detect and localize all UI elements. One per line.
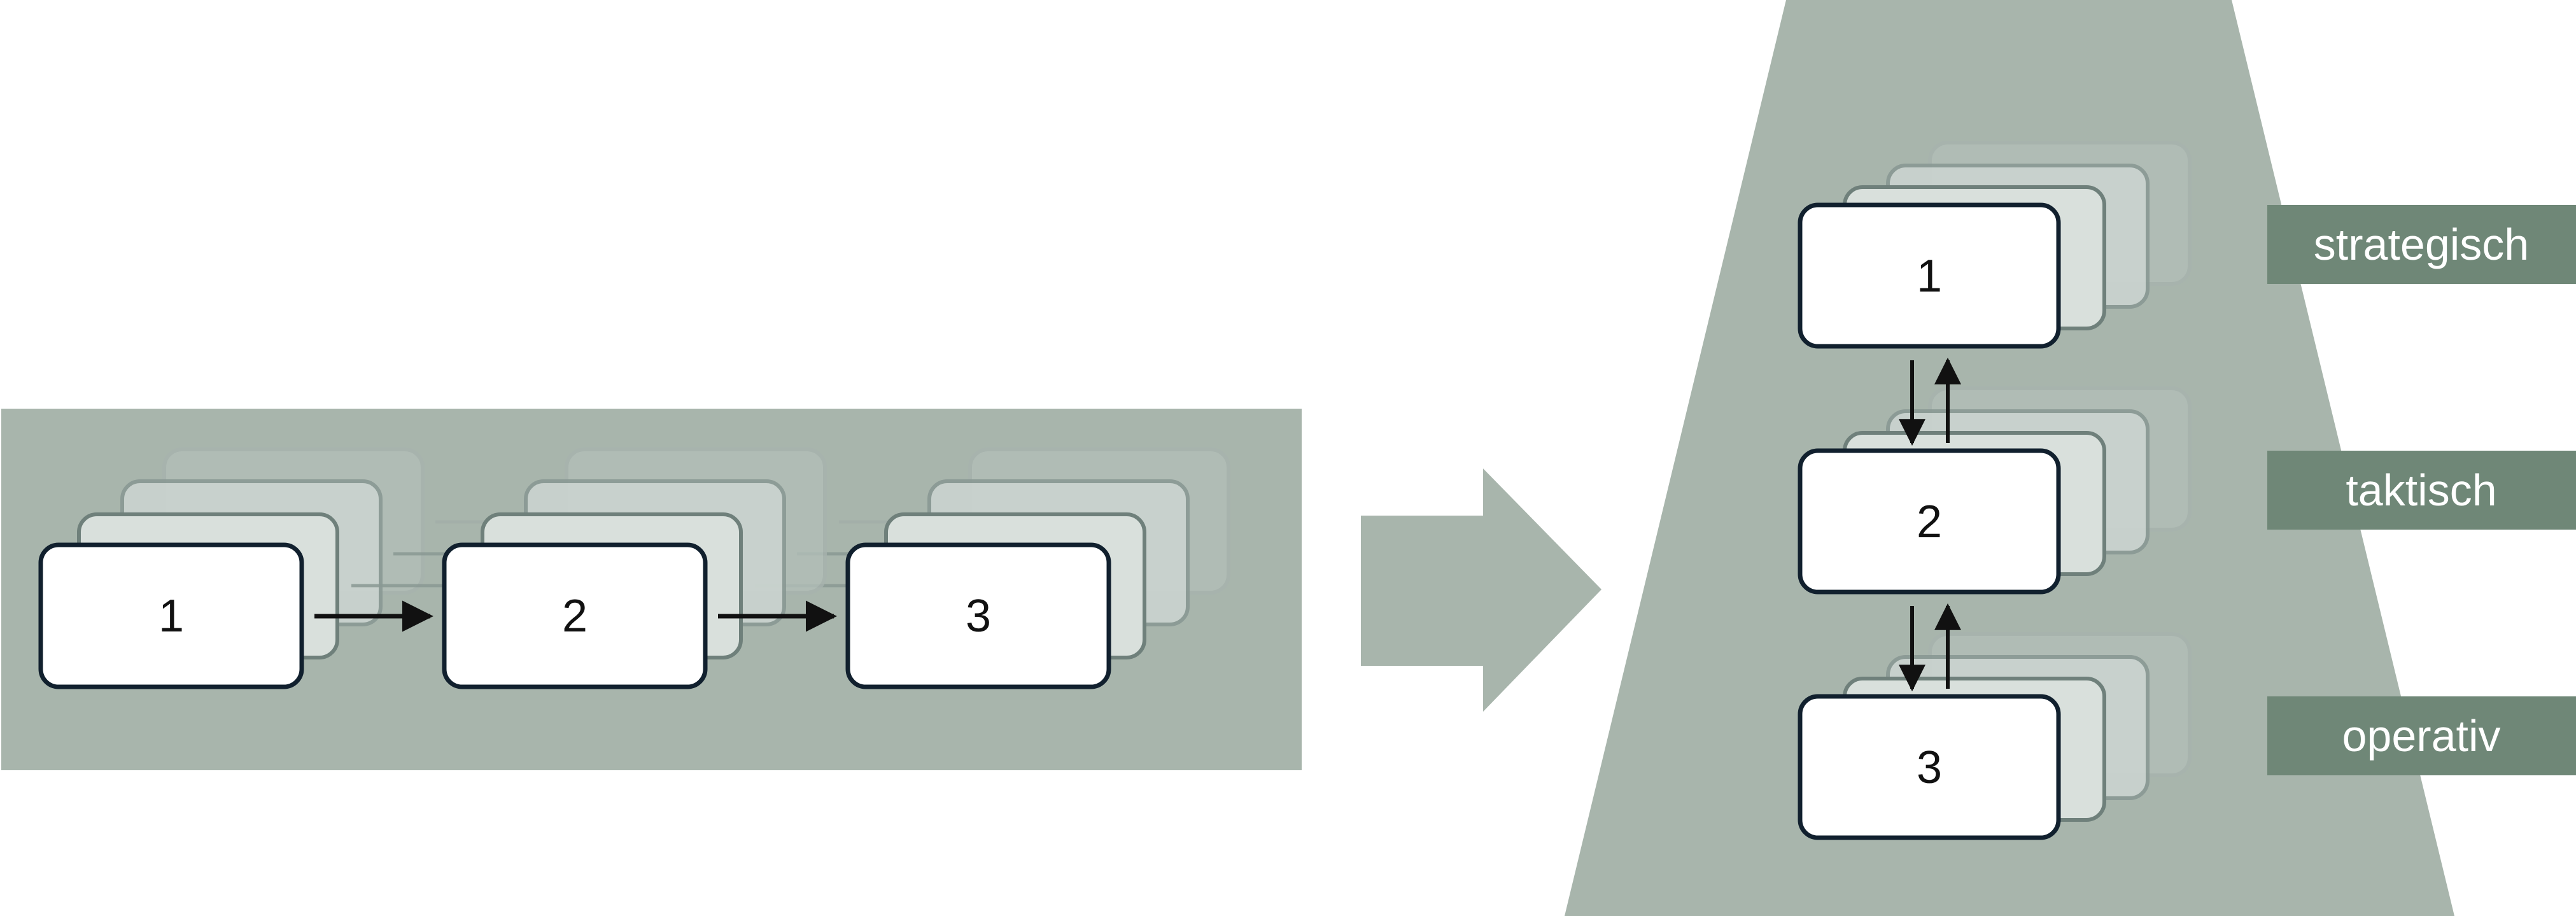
transition-arrow xyxy=(1361,469,1601,712)
level-box-3 xyxy=(1798,694,2061,840)
level-box-2-label: 2 xyxy=(1917,497,1942,547)
level-box-1-label: 1 xyxy=(1917,251,1942,302)
process-box-1 xyxy=(38,542,304,689)
tag-strategisch xyxy=(2267,205,2576,284)
level-box-3-label: 3 xyxy=(1917,742,1942,793)
tag-taktisch-label: taktisch xyxy=(2346,465,2496,515)
process-box-2 xyxy=(442,542,708,689)
level-box-1 xyxy=(1798,202,2061,349)
process-box-2-label: 2 xyxy=(562,591,588,642)
tag-operativ-label: operativ xyxy=(2342,711,2500,761)
process-box-3 xyxy=(845,542,1111,689)
level-box-2 xyxy=(1798,448,2061,595)
process-box-1-label: 1 xyxy=(158,591,184,642)
tag-strategisch-label: strategisch xyxy=(2314,220,2529,269)
tag-taktisch xyxy=(2267,451,2576,530)
process-box-3-label: 3 xyxy=(966,591,991,642)
tag-operativ xyxy=(2267,696,2576,775)
